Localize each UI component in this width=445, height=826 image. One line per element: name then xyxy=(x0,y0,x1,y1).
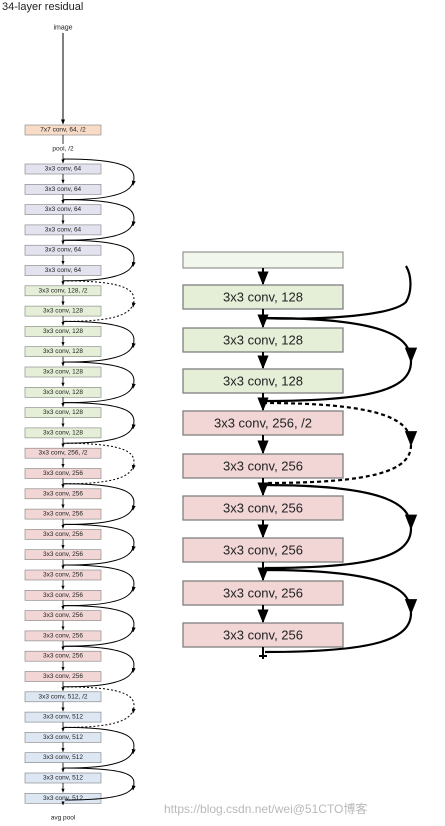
left-column: image 7x7 conv, 64, /2 pool, /2 3x3 conv, 6… xyxy=(24,25,136,822)
shortcut-arrow xyxy=(62,239,136,267)
detail-layer-label: 3x3 conv, 256 xyxy=(223,501,303,516)
diagram-title: 34-layer residual xyxy=(2,1,84,13)
detail-layer-label: 3x3 conv, 128 xyxy=(223,374,303,389)
shortcut-arrow xyxy=(62,483,136,511)
layer-label: 3x3 conv, 256 xyxy=(43,511,83,518)
layer-label: 3x3 conv, 128 xyxy=(43,308,83,315)
shortcut-arrow xyxy=(62,199,136,227)
layer-label: 3x3 conv, 64 xyxy=(45,166,82,173)
detail-layer-label: 3x3 conv, 256 xyxy=(223,459,303,474)
layer-label: 3x3 conv, 128 xyxy=(43,429,83,436)
shortcut-arrow xyxy=(62,605,136,633)
shortcut-arrow xyxy=(62,523,136,552)
shortcut-arrow xyxy=(62,402,136,430)
shortcut-arrow xyxy=(62,767,136,791)
detail-layer-box xyxy=(182,580,344,606)
layer-label: 3x3 conv, 256 xyxy=(43,653,83,660)
input-label: image xyxy=(53,25,72,32)
layer-label: 3x3 conv, 64 xyxy=(45,186,82,193)
detail-shortcut-merge xyxy=(264,361,413,403)
layer-label: 3x3 conv, 512, /2 xyxy=(38,693,87,700)
layer-label: 3x3 conv, 512 xyxy=(43,734,83,741)
layer-label: 3x3 conv, 256 xyxy=(43,531,83,538)
shortcut-merge xyxy=(64,668,134,688)
detail-layer-label: 3x3 conv, 128 xyxy=(223,333,303,348)
layer-label: 3x3 conv, 256 xyxy=(43,551,83,558)
detail-shortcut-arrow xyxy=(262,568,418,615)
detail-shortcut-merge xyxy=(264,612,413,654)
detail-layer-box xyxy=(182,537,344,563)
layer-label: 3x3 conv, 256 xyxy=(43,632,83,639)
detail-layer-label: 3x3 conv, 256, /2 xyxy=(214,416,312,431)
pool-label: pool, /2 xyxy=(52,146,74,153)
detail-shortcut-arrow xyxy=(262,316,418,364)
detail-shortcut-arrow xyxy=(262,401,418,447)
layer-label: 3x3 conv, 256 xyxy=(43,572,83,579)
shortcut-arrow xyxy=(62,564,136,592)
detail-layer-box xyxy=(182,453,344,479)
layer-label: 3x3 conv, 512 xyxy=(43,795,83,802)
shortcut-arrow xyxy=(62,645,136,673)
output-label: avg pool xyxy=(51,815,76,822)
layer-label: 3x3 conv, 256 xyxy=(43,673,83,680)
shortcut-merge xyxy=(64,424,134,444)
layer-label: 3x3 conv, 512 xyxy=(43,714,83,721)
layer-label: 3x3 conv, 256 xyxy=(43,612,83,619)
detail-layer-label: 3x3 conv, 128 xyxy=(223,290,303,305)
shortcut-arrow xyxy=(62,686,136,714)
shortcut-arrow xyxy=(62,320,136,349)
detail-shortcut-arrow xyxy=(262,483,418,531)
layer-label: 3x3 conv, 256 xyxy=(43,490,83,497)
shortcut-arrow xyxy=(62,158,136,186)
layer-label: 3x3 conv, 64 xyxy=(45,206,82,213)
detail-shortcut-merge xyxy=(264,528,413,570)
shortcut-merge xyxy=(64,262,134,282)
layer-label: 3x3 conv, 64 xyxy=(45,226,82,233)
detail-shortcut-merge xyxy=(264,444,413,485)
layer-label: 3x3 conv, 256 xyxy=(43,470,83,477)
detail-layer-box xyxy=(182,410,344,436)
detail-layer-label: 3x3 conv, 256 xyxy=(223,628,303,643)
layer-label: 3x3 conv, 128 xyxy=(43,348,83,355)
shortcut-arrow xyxy=(62,361,136,389)
shortcut-merge xyxy=(64,785,134,801)
layer-label: 3x3 conv, 256, /2 xyxy=(38,450,87,457)
detail-layer-label: 3x3 conv, 256 xyxy=(223,586,303,601)
layer-label: 3x3 conv, 512 xyxy=(43,754,83,761)
layer-label: 3x3 conv, 128 xyxy=(43,409,83,416)
stem-conv-label: 7x7 conv, 64, /2 xyxy=(40,127,86,134)
layer-label: 3x3 conv, 128 xyxy=(43,328,83,335)
right-column: 3x3 conv, 128 3x3 conv, 128 3x3 conv, 128 3… xyxy=(182,251,418,659)
layer-label: 3x3 conv, 64 xyxy=(45,247,82,254)
layer-label: 3x3 conv, 256 xyxy=(43,592,83,599)
detail-layer-label: 3x3 conv, 256 xyxy=(223,543,303,558)
layer-label: 3x3 conv, 512 xyxy=(43,775,83,782)
shortcut-arrow xyxy=(62,442,136,470)
layer-label: 3x3 conv, 64 xyxy=(45,267,82,274)
detail-layer-box xyxy=(182,327,344,353)
layer-label: 3x3 conv, 128, /2 xyxy=(38,287,87,294)
detail-layer-box xyxy=(182,495,344,521)
detail-layer-box xyxy=(182,622,344,648)
shortcut-arrow xyxy=(62,726,136,755)
cutoff-box xyxy=(182,251,344,269)
watermark: https://blog.csdn.net/wei@51CTO博客 xyxy=(164,802,368,816)
layer-label: 3x3 conv, 128 xyxy=(43,389,83,396)
shortcut-arrow xyxy=(62,280,136,308)
layer-label: 3x3 conv, 128 xyxy=(43,369,83,376)
